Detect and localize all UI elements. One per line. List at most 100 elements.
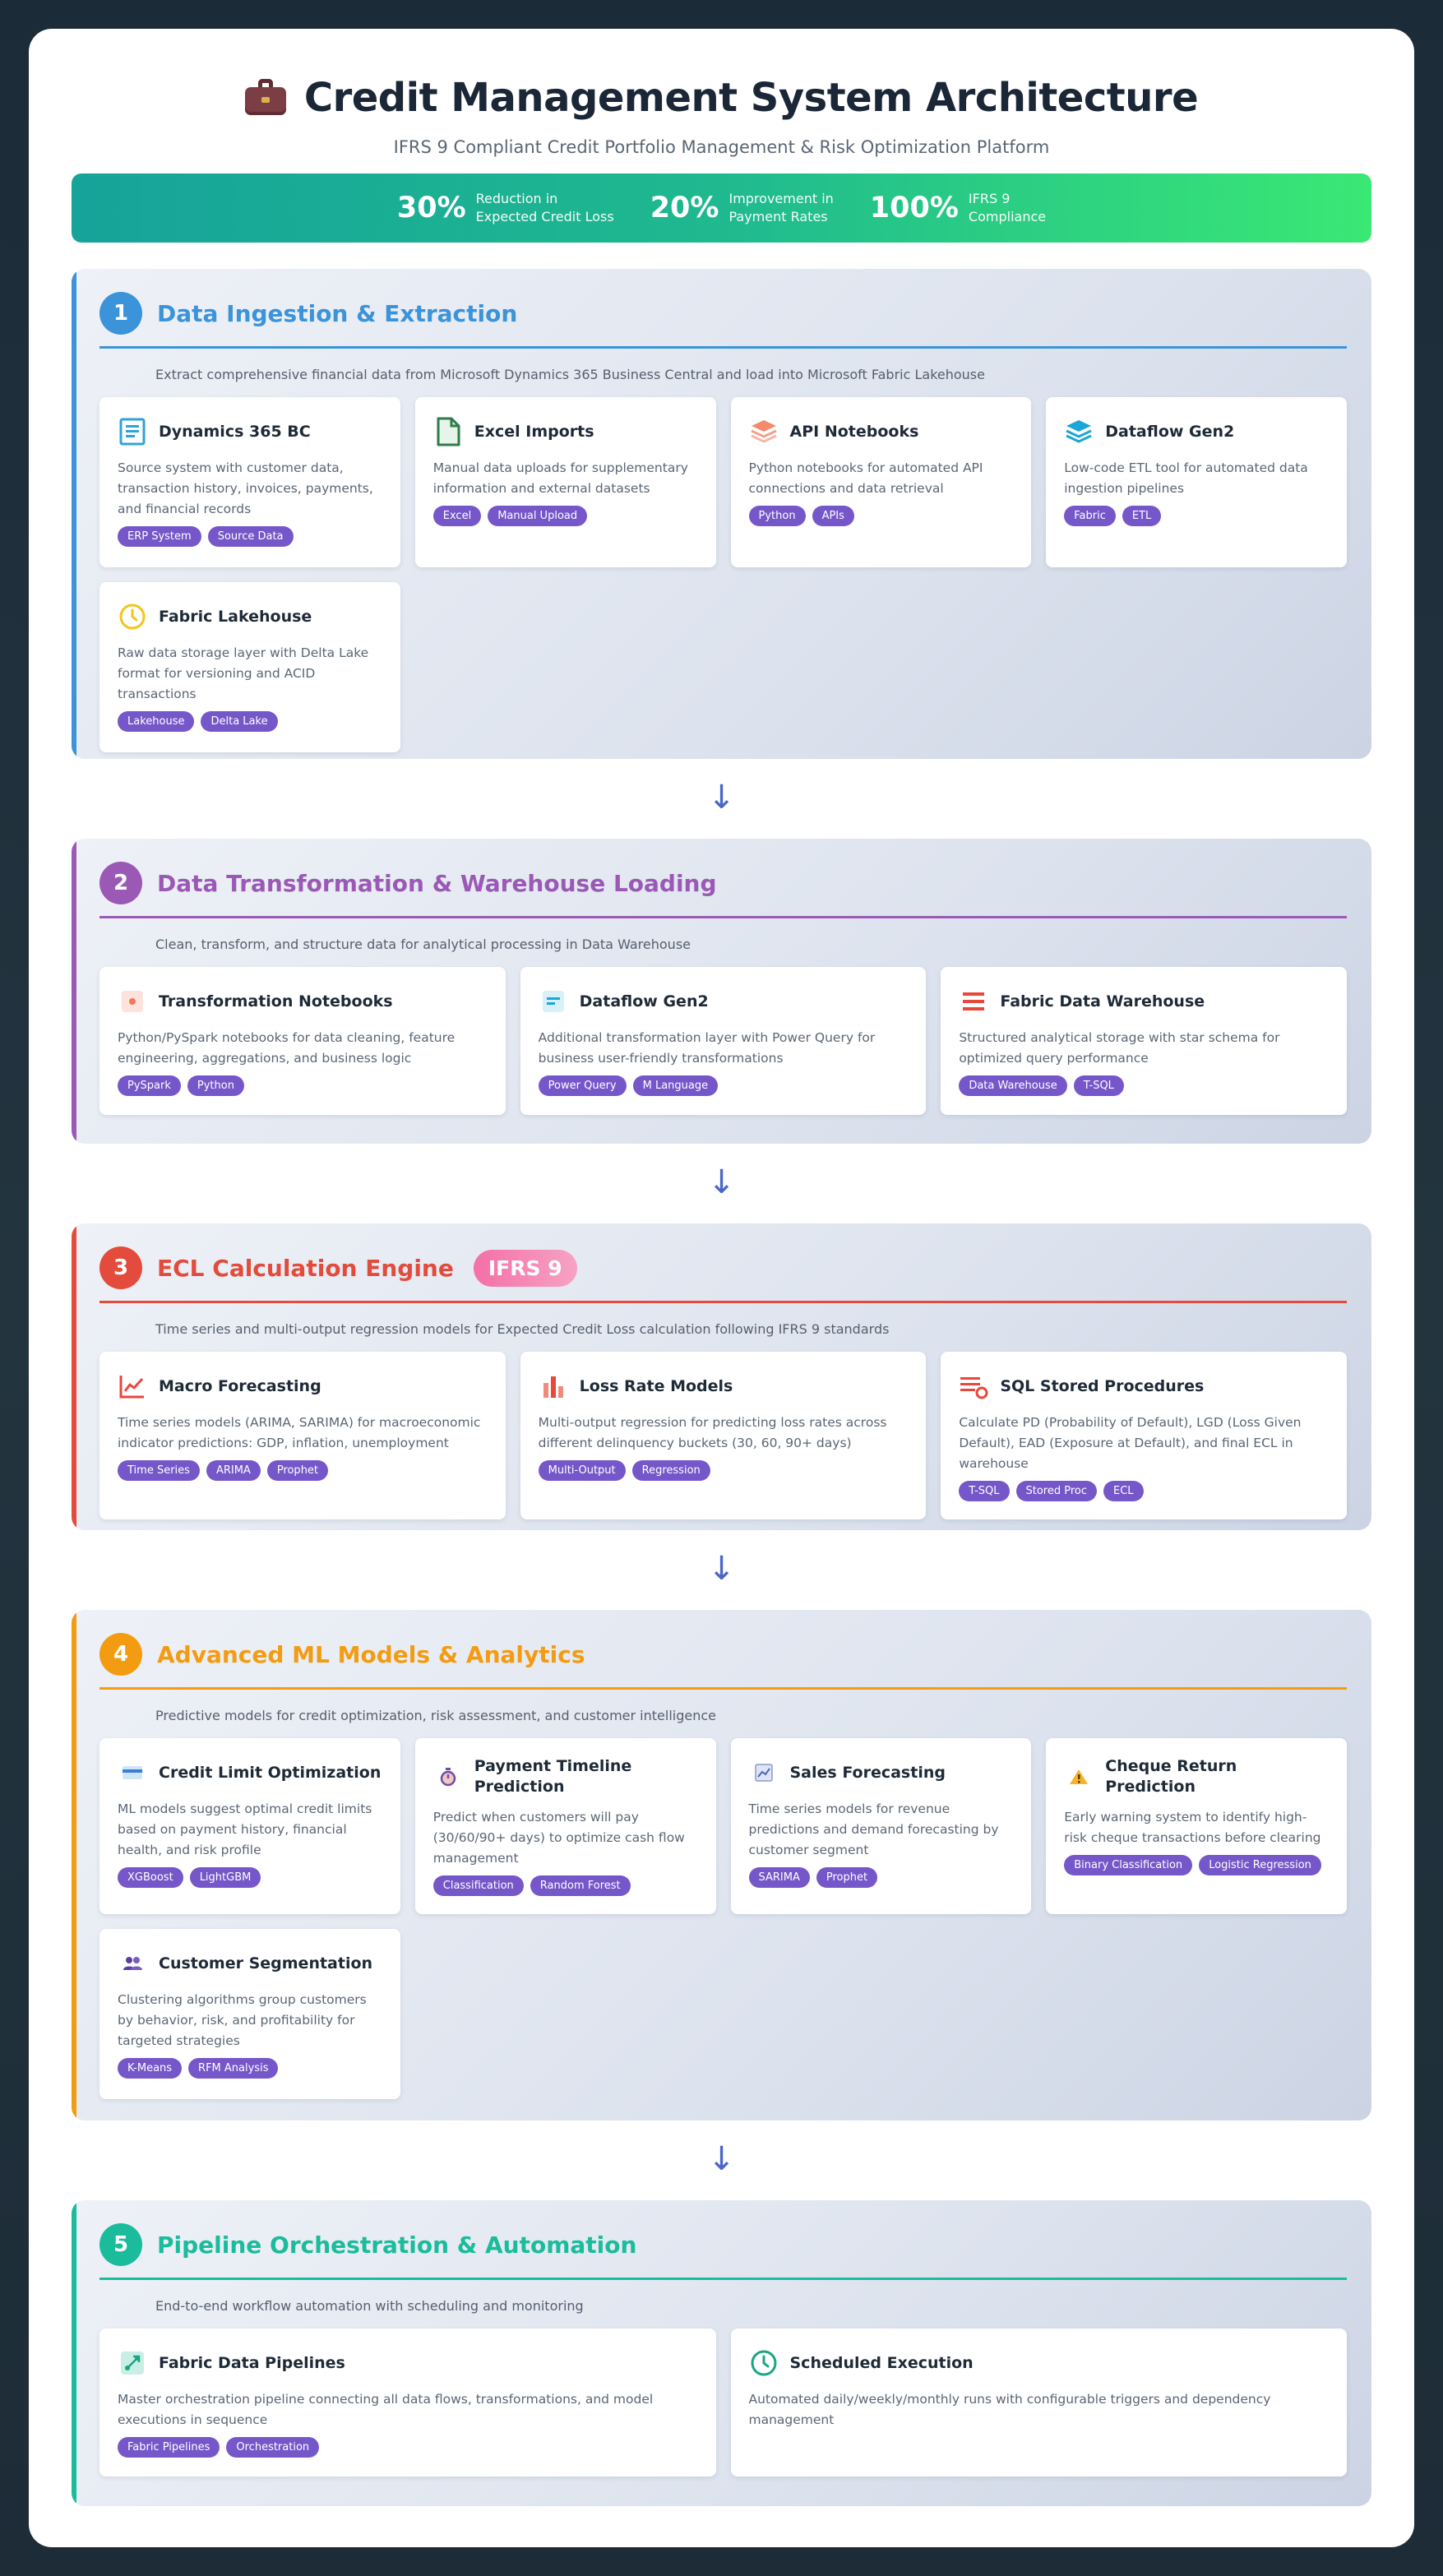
section-title: Data Transformation & Warehouse Loading: [157, 869, 717, 897]
tag-list: Excel Manual Upload: [432, 506, 698, 526]
tag: Logistic Regression: [1199, 1855, 1321, 1875]
section-advanced-ml: 4 Advanced ML Models & Analytics Predict…: [72, 1610, 1371, 2120]
tag: Power Query: [538, 1075, 627, 1096]
warning-icon: [1064, 1762, 1094, 1792]
tag-list: Binary Classification Logistic Regressio…: [1064, 1855, 1329, 1875]
stat-ecl: 30% Reduction in Expected Credit Loss: [397, 190, 614, 226]
card-title: Macro Forecasting: [159, 1376, 321, 1395]
card-cheque-return-prediction: Cheque Return Prediction Early warning s…: [1046, 1738, 1347, 1914]
card-grid: Credit Limit Optimization ML models sugg…: [99, 1738, 1347, 2099]
stats-bar: 30% Reduction in Expected Credit Loss 20…: [72, 173, 1371, 243]
tag-list: Lakehouse Delta Lake: [118, 711, 382, 732]
pipeline-icon: [118, 2348, 147, 2378]
flow-arrow-down-icon: ↓: [707, 1550, 736, 1588]
tag: Python: [748, 506, 806, 526]
credit-card-icon: [118, 1758, 147, 1787]
card-description: Structured analytical storage with star …: [959, 1030, 1280, 1066]
step-number: 4: [99, 1633, 142, 1676]
tag-list: SARIMA Prophet: [748, 1867, 1014, 1888]
tag: Source Data: [207, 526, 294, 547]
card-description: Source system with customer data, transa…: [118, 460, 373, 516]
card-sales-forecasting: Sales Forecasting Time series models for…: [730, 1738, 1032, 1914]
card-title: Scheduled Execution: [789, 2353, 974, 2372]
stat-label: Improvement in Payment Rates: [728, 191, 834, 224]
layers-icon: [749, 417, 779, 446]
tag: SARIMA: [748, 1867, 810, 1888]
page-title: Credit Management System Architecture: [303, 75, 1199, 121]
section-divider: [99, 2278, 1347, 2280]
card-grid: Macro Forecasting Time series models (AR…: [99, 1352, 1347, 1519]
card-description: Raw data storage layer with Delta Lake f…: [118, 645, 369, 701]
clock-icon: [118, 602, 147, 631]
briefcase-icon: [244, 77, 286, 118]
tag: Random Forest: [530, 1875, 631, 1896]
card-title: Fabric Data Pipelines: [159, 2353, 345, 2372]
tag: Fabric Pipelines: [118, 2437, 220, 2458]
section-divider: [99, 916, 1347, 918]
stack-icon: [1064, 417, 1094, 446]
stat-payment: 20% Improvement in Payment Rates: [650, 190, 834, 226]
card-description: Automated daily/weekly/monthly runs with…: [748, 2392, 1271, 2427]
tag: Multi-Output: [538, 1460, 626, 1481]
tag: K-Means: [118, 2058, 183, 2079]
tag: M Language: [632, 1075, 719, 1096]
section-header: 4 Advanced ML Models & Analytics: [99, 1633, 1347, 1676]
section-title: Advanced ML Models & Analytics: [157, 1640, 585, 1668]
tag-list: Python APIs: [748, 506, 1014, 526]
tag: ETL: [1122, 506, 1162, 526]
card-title: Dataflow Gen2: [1105, 422, 1235, 441]
ifrs9-badge: IFRS 9: [473, 1249, 577, 1287]
card-grid: Dynamics 365 BC Source system with custo…: [99, 397, 1347, 752]
card-description: Low-code ETL tool for automated data ing…: [1064, 460, 1308, 496]
card-fabric-lakehouse: Fabric Lakehouse Raw data storage layer …: [99, 582, 400, 752]
document-icon: [118, 417, 147, 446]
card-scheduled-execution: Scheduled Execution Automated daily/week…: [730, 2329, 1347, 2477]
card-payment-timeline-prediction: Payment Timeline Prediction Predict when…: [414, 1738, 716, 1914]
bar-chart-icon: [539, 1371, 568, 1401]
tag: Data Warehouse: [959, 1075, 1067, 1096]
page-subtitle: IFRS 9 Compliant Credit Portfolio Manage…: [393, 137, 1050, 157]
stat-compliance: 100% IFRS 9 Compliance: [870, 190, 1046, 226]
card-sql-stored-procedures: SQL Stored Procedures Calculate PD (Prob…: [941, 1352, 1347, 1519]
dataflow-icon: [539, 987, 568, 1016]
card-title: Transformation Notebooks: [159, 992, 393, 1011]
card-title: Sales Forecasting: [789, 1763, 946, 1782]
stat-value: 20%: [650, 192, 719, 224]
tag: Prophet: [266, 1460, 329, 1481]
card-description: Time series models (ARIMA, SARIMA) for m…: [118, 1415, 481, 1450]
stat-value: 30%: [396, 192, 466, 224]
tag-list: Time Series ARIMA Prophet: [118, 1460, 488, 1481]
section-description: Predictive models for credit optimizatio…: [155, 1708, 716, 1723]
section-header: 3 ECL Calculation Engine IFRS 9: [99, 1246, 1347, 1289]
card-fabric-data-pipelines: Fabric Data Pipelines Master orchestrati…: [99, 2329, 716, 2477]
section-divider: [99, 1301, 1347, 1303]
title-row: Credit Management System Architecture: [72, 75, 1371, 121]
card-title: Customer Segmentation: [159, 1954, 373, 1972]
flow-arrow-down-icon: ↓: [707, 1163, 736, 1201]
card-loss-rate-models: Loss Rate Models Multi-output regression…: [520, 1352, 927, 1519]
section-header: 2 Data Transformation & Warehouse Loadin…: [99, 862, 1347, 904]
stat-label: Reduction in Expected Credit Loss: [475, 191, 614, 224]
header: Credit Management System Architecture IF…: [72, 29, 1371, 157]
tag: ECL: [1103, 1481, 1144, 1501]
tag: Orchestration: [226, 2437, 320, 2458]
tag: T-SQL: [959, 1481, 1010, 1501]
tag-list: Multi-Output Regression: [538, 1460, 909, 1481]
card-grid: Transformation Notebooks Python/PySpark …: [99, 967, 1347, 1115]
tag-list: K-Means RFM Analysis: [118, 2058, 382, 2079]
chart-document-icon: [749, 1758, 779, 1787]
card-title: Payment Timeline Prediction: [474, 1757, 632, 1796]
card-title: Fabric Lakehouse: [159, 607, 312, 626]
tag: XGBoost: [118, 1867, 183, 1888]
card-description: Clustering algorithms group customers by…: [118, 1992, 367, 2048]
card-description: Multi-output regression for predicting l…: [538, 1415, 887, 1450]
tag: Lakehouse: [118, 711, 195, 732]
card-description: Time series models for revenue predictio…: [748, 1801, 999, 1857]
step-number: 2: [99, 862, 142, 904]
line-chart-icon: [118, 1371, 147, 1401]
card-description: Python/PySpark notebooks for data cleani…: [118, 1030, 456, 1066]
flow-arrow-down-icon: ↓: [707, 779, 736, 816]
tag-list: Data Warehouse T-SQL: [959, 1075, 1329, 1096]
card-description: Predict when customers will pay (30/60/9…: [432, 1810, 685, 1866]
tag: Regression: [631, 1460, 710, 1481]
